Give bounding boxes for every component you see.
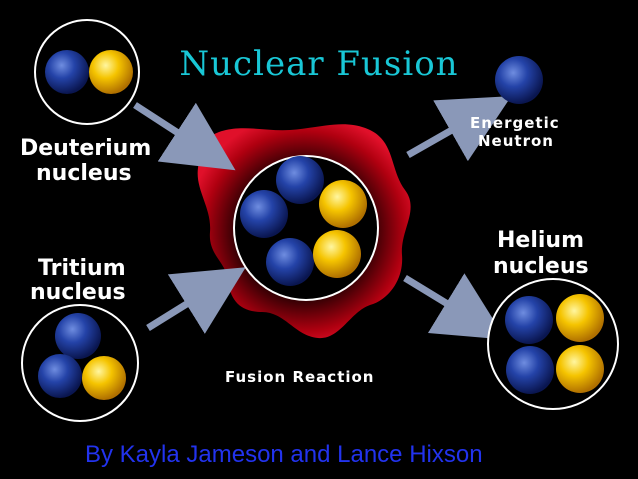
neutron-ball: [505, 296, 553, 344]
page-title: Nuclear Fusion: [179, 44, 458, 84]
proton-ball: [556, 294, 604, 342]
proton-ball: [82, 356, 126, 400]
neutron-ball: [266, 238, 314, 286]
neutron-ball: [45, 50, 89, 94]
helium-label-line2: nucleus: [493, 254, 589, 279]
credit-text: By Kayla Jameson and Lance Hixson: [85, 441, 483, 468]
neutron-ball: [506, 346, 554, 394]
neutron-ball: [38, 354, 82, 398]
svg-text:Helium nucleus: Helium nucleus: [493, 228, 592, 279]
deuterium-label-line2: nucleus: [36, 161, 132, 186]
neutron-ball: [240, 190, 288, 238]
tritium-label-line1: Tritium: [38, 256, 126, 281]
helium-label-line1: Helium: [497, 228, 584, 253]
svg-text:Energetic Neutron: Energetic Neutron: [470, 114, 566, 150]
energetic-neutron-ball: [495, 56, 543, 104]
deuterium-nucleus: [34, 19, 140, 125]
arrow-deuterium-in: [133, 102, 236, 171]
svg-text:Deuterium nucleus: Deuterium nucleus: [20, 136, 159, 186]
arrow-tritium-in: [146, 267, 246, 334]
arrow-helium-out: [403, 273, 506, 340]
neutron-ball: [276, 156, 324, 204]
neutron-label-line1: Energetic: [470, 114, 560, 132]
fusion-reaction-label: Fusion Reaction: [225, 368, 375, 386]
proton-ball: [313, 230, 361, 278]
svg-text:Tritium nucleus: Tritium nucleus: [30, 256, 133, 305]
arrow-neutron-out: [406, 96, 512, 162]
proton-ball: [89, 50, 133, 94]
neutron-ball: [55, 313, 101, 359]
tritium-nucleus: [21, 304, 139, 422]
fusion-core: [233, 155, 379, 301]
proton-ball: [556, 345, 604, 393]
helium-nucleus: [487, 278, 619, 410]
neutron-label-line2: Neutron: [478, 132, 554, 150]
deuterium-label-line1: Deuterium: [20, 136, 151, 161]
tritium-label-line2: nucleus: [30, 280, 126, 305]
proton-ball: [319, 180, 367, 228]
